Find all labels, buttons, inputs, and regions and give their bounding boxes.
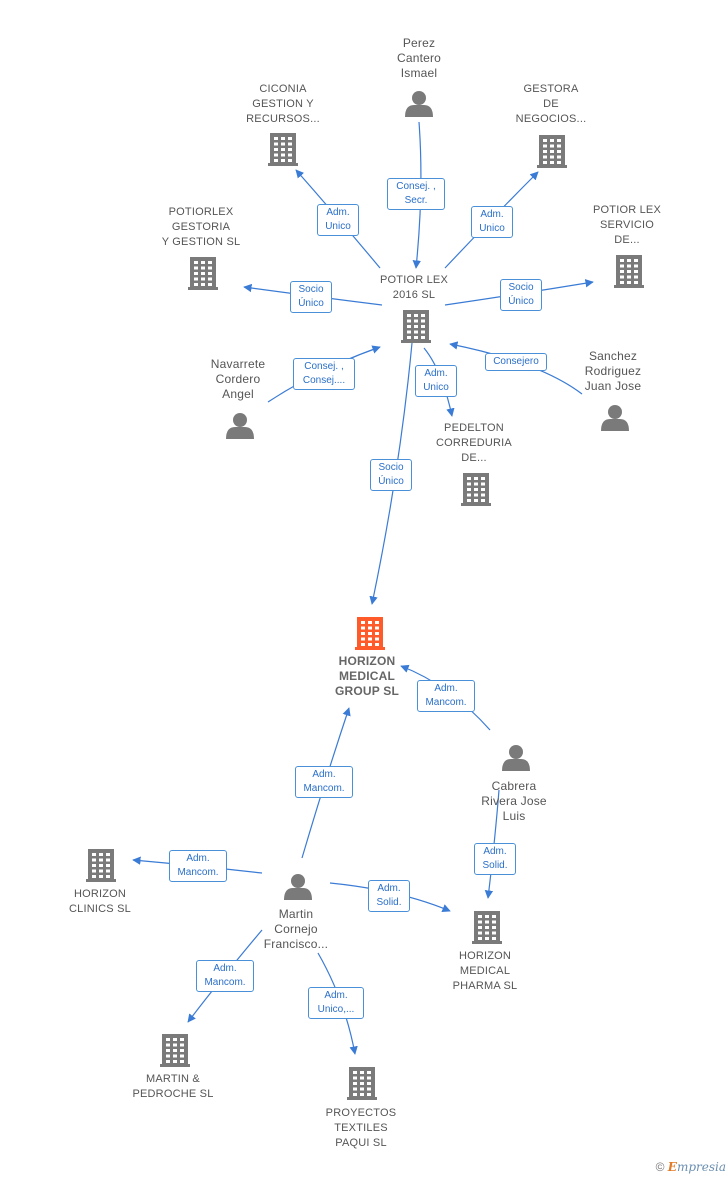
node-label-potior_serv[interactable]: POTIOR LEX SERVICIO DE... (592, 204, 662, 246)
edge-label-sanchez-potior2016[interactable]: Consejero (485, 353, 547, 371)
edge-label-martin-horizon_mp[interactable]: Adm. Solid. (368, 880, 410, 912)
node-label-perez[interactable]: Perez Cantero Ismael (396, 36, 442, 80)
edge-label-martin-martin_p[interactable]: Adm. Mancom. (196, 960, 254, 992)
node-label-martin_p[interactable]: MARTIN & PEDROCHE SL (132, 1073, 214, 1100)
person-icon-cabrera[interactable] (502, 745, 530, 771)
node-label-potiorlex_g[interactable]: POTIORLEX GESTORIA Y GESTION SL (161, 206, 241, 248)
copyright-symbol: © (655, 1160, 665, 1174)
edge-label-martin-horizon_mg[interactable]: Adm. Mancom. (295, 766, 353, 798)
building-icon-potior2016[interactable] (401, 310, 431, 343)
building-icon-pedelton[interactable] (461, 473, 491, 506)
building-icon-ciconia[interactable] (268, 133, 298, 166)
edge-label-potior2016-potiorlex_g[interactable]: Socio Único (290, 281, 332, 313)
node-label-sanchez[interactable]: Sanchez Rodriguez Juan Jose (584, 349, 642, 393)
building-icon-potior_serv[interactable] (614, 255, 644, 288)
edge-label-potior2016-pedelton[interactable]: Adm. Unico (415, 365, 457, 397)
edge-label-martin-horizon_cl[interactable]: Adm. Mancom. (169, 850, 227, 882)
node-label-navarrete[interactable]: Navarrete Cordero Angel (210, 357, 266, 401)
edge-label-potior2016-potior_serv[interactable]: Socio Único (500, 279, 542, 311)
building-icon-potiorlex_g[interactable] (188, 257, 218, 290)
edge-label-potior2016-horizon_mg[interactable]: Socio Único (370, 459, 412, 491)
edge-line-cabrera-horizon_mp (484, 789, 500, 899)
footer: © Empresia (656, 1160, 726, 1174)
node-label-martin[interactable]: Martin Cornejo Francisco... (263, 907, 329, 951)
edge-label-potior2016-gestora[interactable]: Adm. Unico (471, 206, 513, 238)
edge-label-martin-proyectos[interactable]: Adm. Unico,... (308, 987, 364, 1019)
person-icon-navarrete[interactable] (226, 413, 254, 439)
building-icon-horizon_mp[interactable] (472, 911, 502, 944)
node-label-potior2016[interactable]: POTIOR LEX 2016 SL (379, 274, 449, 301)
person-icon-sanchez[interactable] (601, 405, 629, 431)
node-label-pedelton[interactable]: PEDELTON CORREDURIA DE... (436, 422, 512, 464)
node-label-horizon_cl[interactable]: HORIZON CLINICS SL (69, 888, 131, 915)
building-icon-gestora[interactable] (537, 135, 567, 168)
edge-label-cabrera-horizon_mp[interactable]: Adm. Solid. (474, 843, 516, 875)
edge-label-perez-potior2016[interactable]: Consej. , Secr. (387, 178, 445, 210)
empresia-logo[interactable]: Empresia (667, 1160, 726, 1174)
edge-label-cabrera-horizon_mg[interactable]: Adm. Mancom. (417, 680, 475, 712)
node-label-gestora[interactable]: GESTORA DE NEGOCIOS... (515, 83, 587, 125)
building-icon-martin_p[interactable] (160, 1034, 190, 1067)
node-label-cabrera[interactable]: Cabrera Rivera Jose Luis (481, 779, 547, 823)
edge-label-potior2016-ciconia[interactable]: Adm. Unico (317, 204, 359, 236)
building-icon-horizon_mg[interactable] (355, 617, 385, 650)
node-label-ciconia[interactable]: CICONIA GESTION Y RECURSOS... (246, 83, 320, 125)
building-icon-proyectos[interactable] (347, 1067, 377, 1100)
person-icon-martin[interactable] (284, 874, 312, 900)
edge-label-navarrete-potior2016[interactable]: Consej. , Consej.... (293, 358, 355, 390)
node-label-horizon_mg[interactable]: HORIZON MEDICAL GROUP SL (334, 654, 400, 698)
node-label-horizon_mp[interactable]: HORIZON MEDICAL PHARMA SL (452, 950, 518, 992)
node-label-proyectos[interactable]: PROYECTOS TEXTILES PAQUI SL (325, 1107, 397, 1149)
building-icon-horizon_cl[interactable] (86, 849, 116, 882)
person-icon-perez[interactable] (405, 91, 433, 117)
